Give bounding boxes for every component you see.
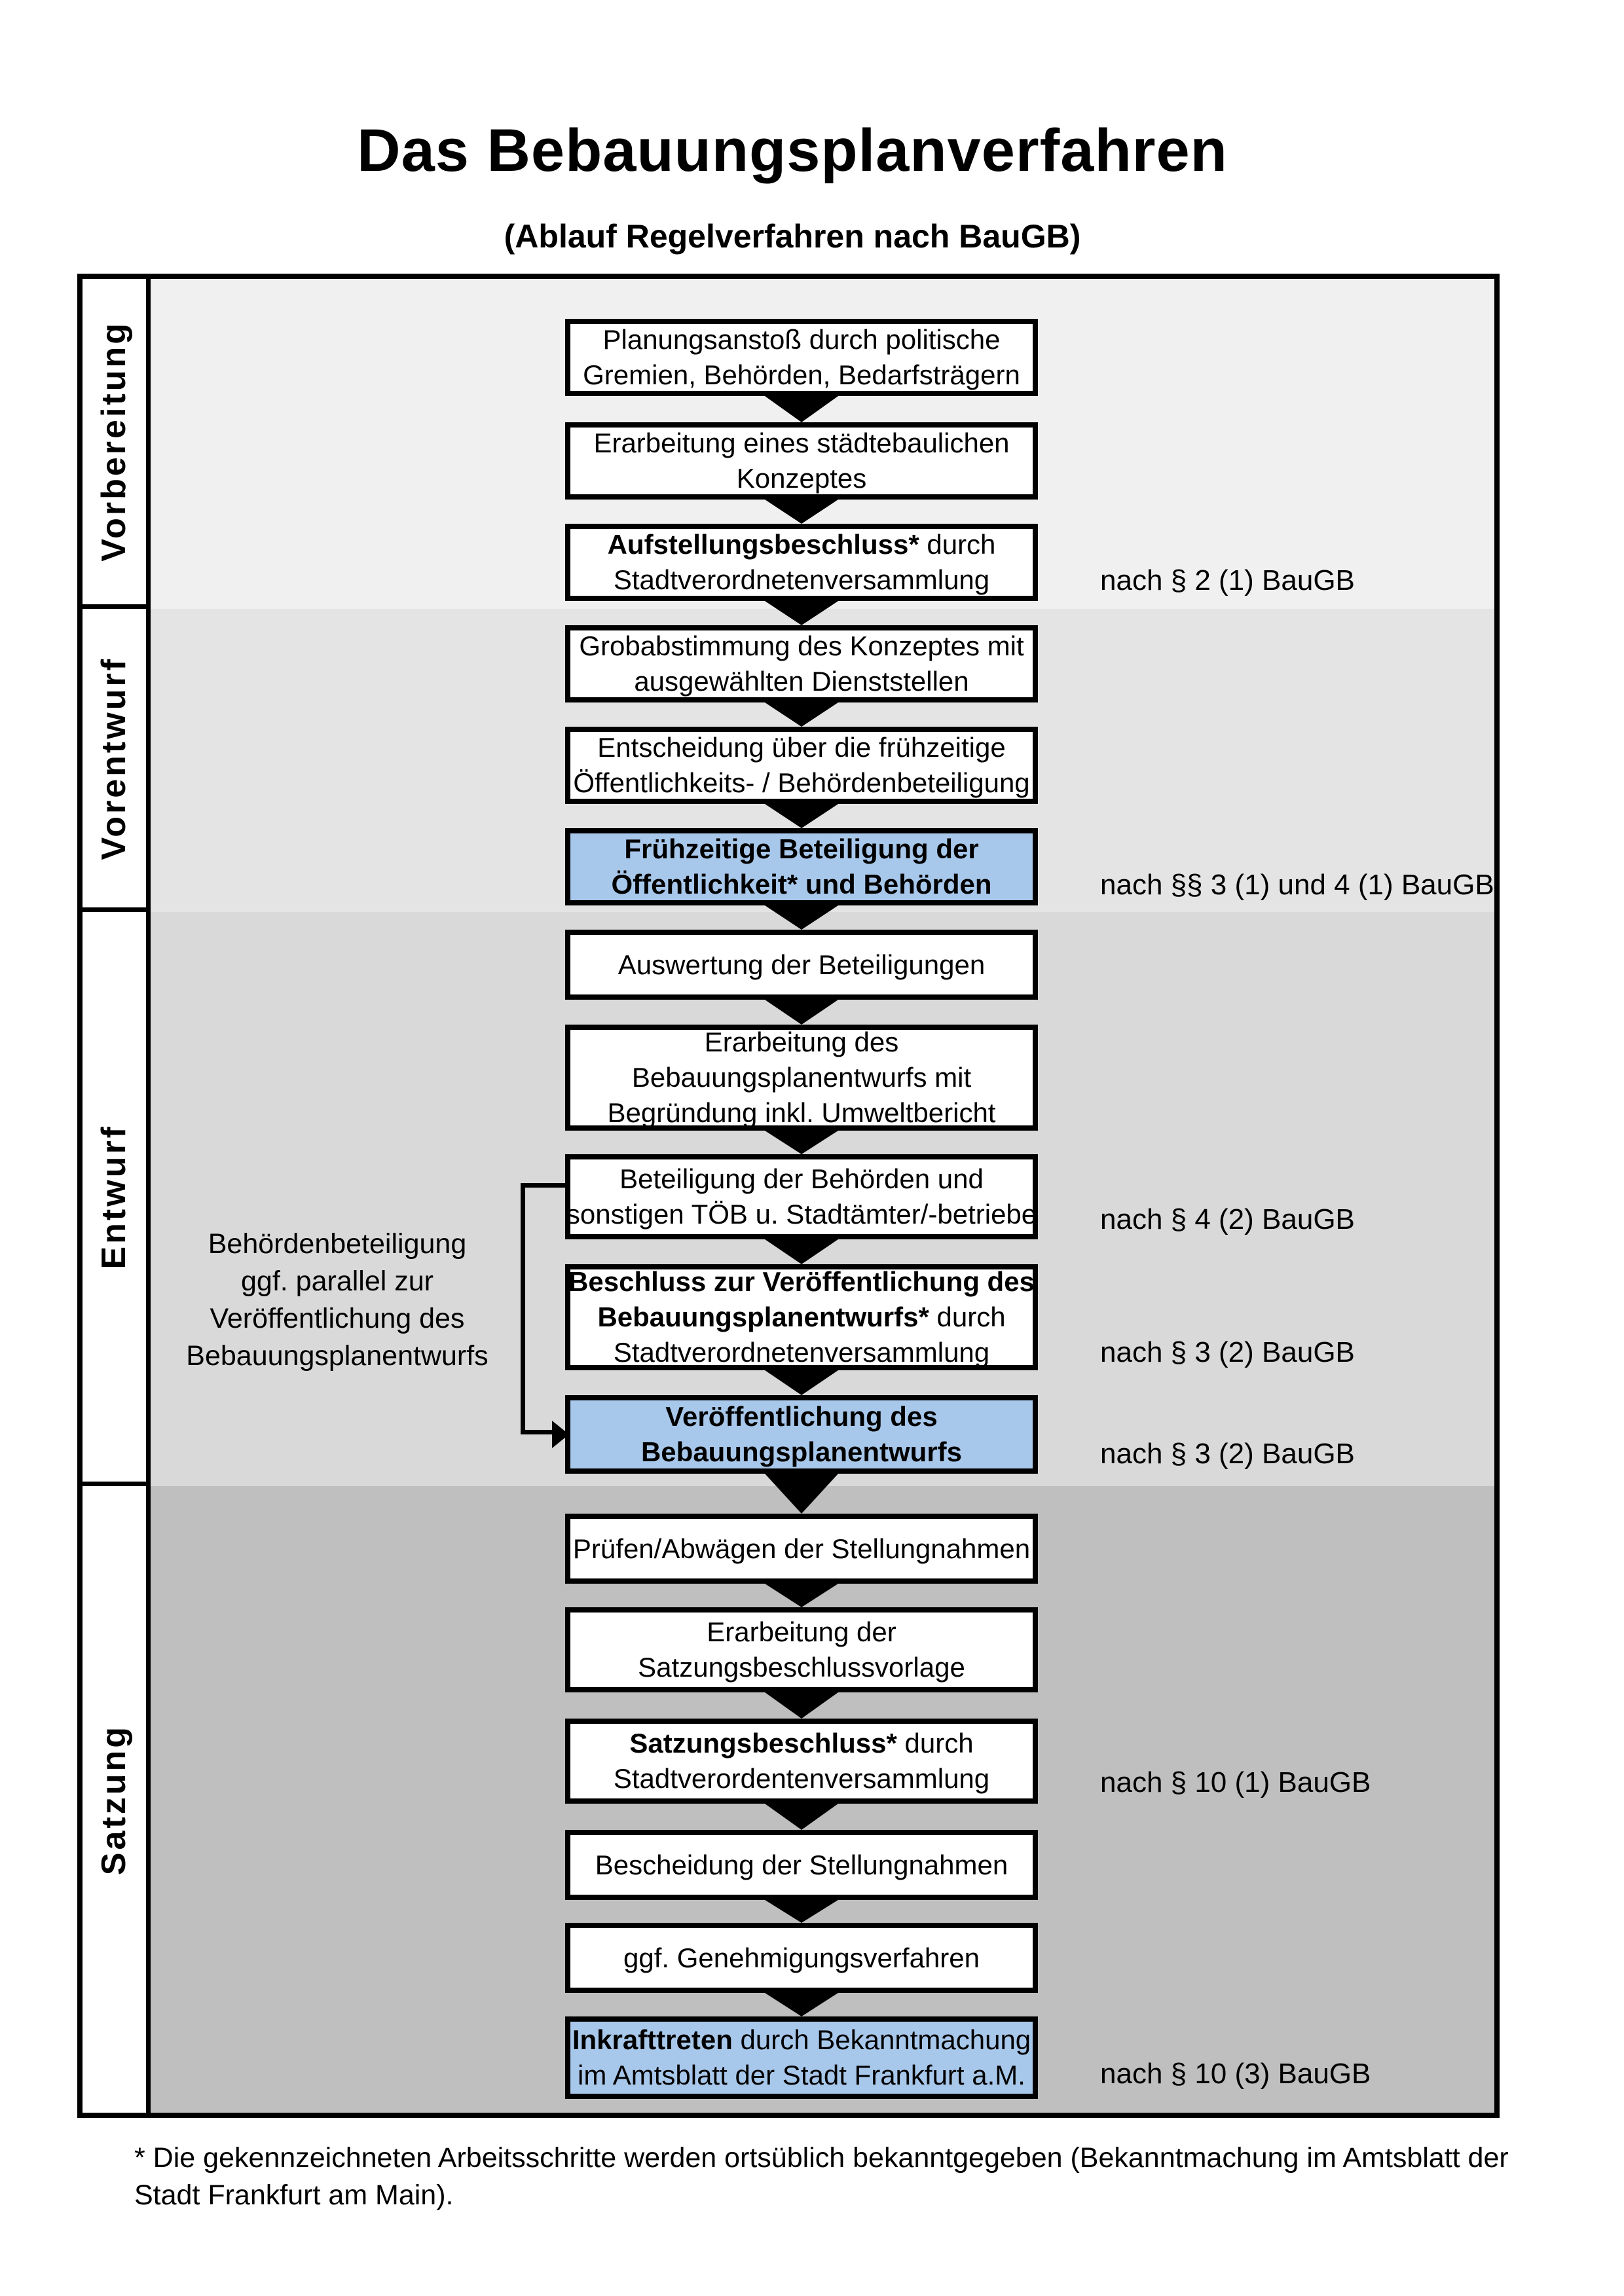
law-ref: nach §§ 3 (1) und 4 (1) BauGB: [1100, 869, 1494, 901]
flow-box-text-line: Planungsanstoß durch politische: [602, 324, 1001, 355]
flow-box-text-line: Bebauungsplanentwurfs mit: [631, 1062, 972, 1093]
flow-box-text-line: Konzeptes: [736, 463, 867, 494]
flow-box-beteiligung-behoerden: Beteiligung der Behörden und sonstigen TÖ…: [565, 1154, 1038, 1239]
flow-box-text-line: Grobabstimmung des Konzeptes mit: [579, 630, 1024, 661]
arrow-right-icon: [552, 1421, 569, 1448]
arrow-down-icon: [765, 905, 838, 930]
flow-box-text-line: ausgewählten Dienststellen: [634, 666, 969, 697]
law-ref: nach § 10 (3) BauGB: [1100, 2058, 1371, 2090]
connector-line: [521, 1183, 525, 1434]
flow-box-text-line: Erarbeitung des: [704, 1027, 899, 1057]
flow-box-text-line: Begründung inkl. Umweltbericht: [607, 1097, 996, 1128]
connector-line: [521, 1183, 568, 1188]
flow-box-text-line: Satzungsbeschlussvorlage: [638, 1652, 965, 1683]
side-note-line: Behördenbeteiligung: [208, 1228, 467, 1260]
flow-box-text-line: Beschluss zur Veröffentlichung des: [568, 1266, 1035, 1297]
arrow-down-icon: [765, 702, 838, 727]
flow-box-genehmigungsverfahren: ggf. Genehmigungsverfahren: [565, 1923, 1038, 1993]
flow-box-text-line: Veröffentlichung des: [665, 1401, 938, 1432]
flow-box-grobabstimmung: Grobabstimmung des Konzeptes mit ausgewäh…: [565, 625, 1038, 702]
flow-box-text-line: Beteiligung der Behörden und: [619, 1163, 984, 1194]
flow-box-text-line: Öffentlichkeit* und Behörden: [611, 869, 992, 900]
arrow-down-icon: [765, 500, 838, 524]
flow-box-text-line: Satzungsbeschluss* durch: [629, 1728, 974, 1758]
flow-box-text-line: im Amtsblatt der Stadt Frankfurt a.M.: [578, 2060, 1025, 2090]
arrow-down-icon: [765, 1584, 838, 1607]
arrow-down-icon: [765, 1692, 838, 1719]
side-note-line: Bebauungsplanentwurfs: [186, 1340, 489, 1372]
flow-box-text-line: Öffentlichkeits- / Behördenbeteiligung: [573, 767, 1030, 798]
side-note-line: Veröffentlichung des: [210, 1303, 465, 1334]
flow-box-inkrafttreten: Inkrafttreten durch Bekanntmachung im Amt…: [565, 2016, 1038, 2099]
arrow-down-icon: [765, 1474, 838, 1514]
page-title: Das Bebauungsplanverfahren: [357, 117, 1228, 184]
connector-line: [521, 1430, 555, 1434]
page-subtitle: (Ablauf Regelverfahren nach BauGB): [504, 218, 1081, 255]
flow-box-text-line: Bebauungsplanentwurfs* durch: [597, 1302, 1006, 1332]
arrow-down-icon: [765, 1239, 838, 1264]
arrow-down-icon: [765, 804, 838, 828]
flow-box-text-line: Stadtverordnetenversammlung: [613, 564, 990, 595]
flow-box-auswertung: Auswertung der Beteiligungen: [565, 930, 1038, 1000]
flow-box-text-line: sonstigen TÖB u. Stadtämter/-betriebe: [566, 1199, 1037, 1230]
flow-box-text-line: Bebauungsplanentwurfs: [640, 1436, 963, 1467]
law-ref: nach § 10 (1) BauGB: [1100, 1766, 1371, 1798]
side-note-line: ggf. parallel zur: [241, 1266, 434, 1297]
side-note-behoerdenbeteiligung: Behördenbeteiligung ggf. parallel zur Ve…: [157, 1226, 517, 1375]
flow-box-text-line: Stadtverordnetenversammlung: [613, 1337, 990, 1368]
arrow-down-icon: [765, 396, 838, 422]
arrow-down-icon: [765, 1000, 838, 1025]
flow-box-text-line: Stadtverordentenversammlung: [613, 1763, 990, 1794]
flow-box-text-line: Frühzeitige Beteiligung der: [624, 833, 979, 864]
flow-box-text-line: Bescheidung der Stellungnahmen: [595, 1849, 1008, 1880]
arrow-down-icon: [765, 601, 838, 625]
flow-box-bescheidung: Bescheidung der Stellungnahmen: [565, 1830, 1038, 1900]
arrow-down-icon: [765, 1993, 838, 2016]
flow-box-text-line: Erarbeitung der: [707, 1616, 896, 1647]
arrow-down-icon: [765, 1804, 838, 1830]
arrow-down-icon: [765, 1900, 838, 1923]
arrow-down-icon: [765, 1131, 838, 1154]
flow-box-text-line: Erarbeitung eines städtebaulichen: [593, 428, 1010, 458]
flow-box-text-line: Prüfen/Abwägen der Stellungnahmen: [572, 1533, 1031, 1564]
law-ref: nach § 3 (2) BauGB: [1100, 1336, 1355, 1368]
flow-box-text-line: Gremien, Behörden, Bedarfsträgern: [583, 359, 1020, 390]
flow-box-text-line: Entscheidung über die frühzeitige: [597, 732, 1006, 763]
diagram-frame: [77, 274, 1500, 2118]
footnote: * Die gekennzeichneten Arbeitsschritte w…: [134, 2142, 1509, 2211]
flow-box-text-line: Auswertung der Beteiligungen: [618, 949, 986, 980]
arrow-down-icon: [765, 1370, 838, 1395]
law-ref: nach § 4 (2) BauGB: [1100, 1203, 1355, 1235]
flow-box-text-line: Aufstellungsbeschluss* durch: [607, 529, 996, 560]
flow-box-text-line: ggf. Genehmigungsverfahren: [623, 1942, 980, 1973]
law-ref: nach § 2 (1) BauGB: [1100, 564, 1355, 596]
law-ref: nach § 3 (2) BauGB: [1100, 1438, 1355, 1470]
flow-box-pruefen-abwaegen: Prüfen/Abwägen der Stellungnahmen: [565, 1514, 1038, 1584]
flow-box-text-line: Inkrafttreten durch Bekanntmachung: [572, 2024, 1031, 2055]
